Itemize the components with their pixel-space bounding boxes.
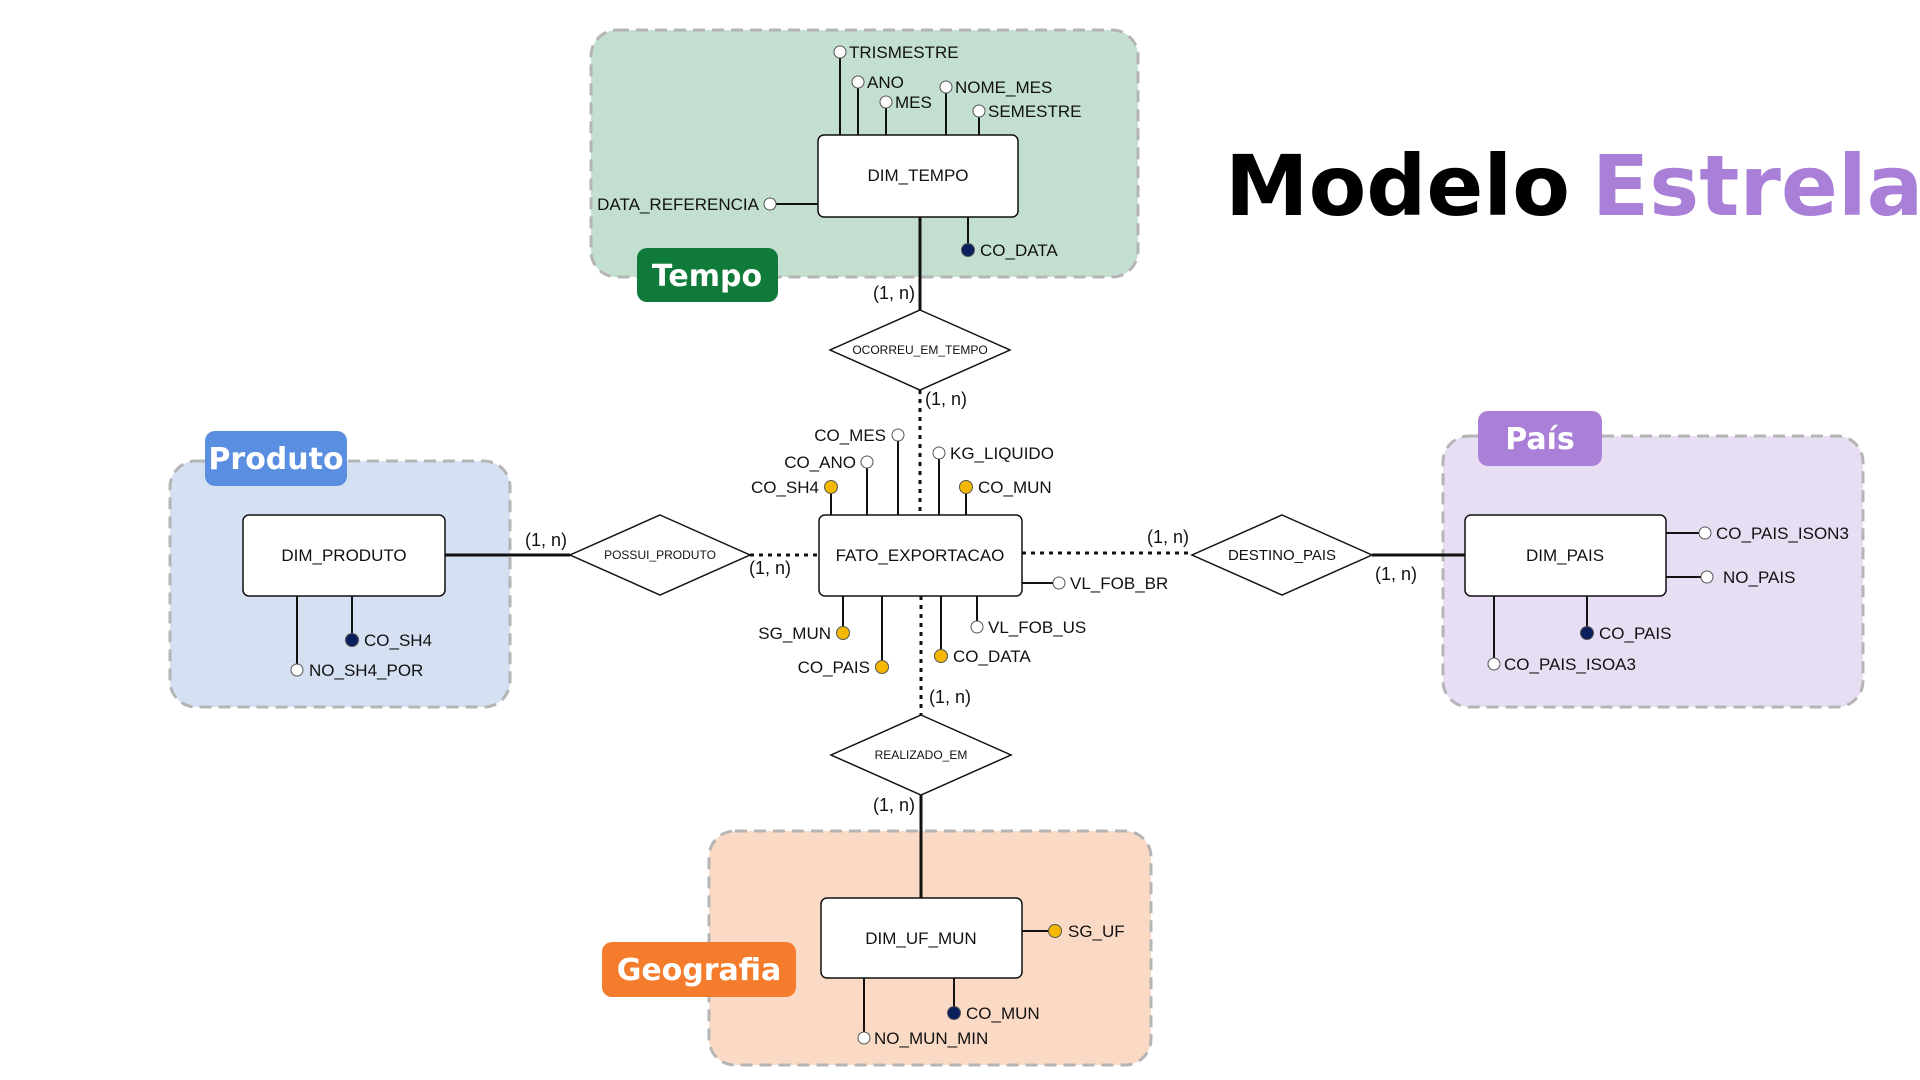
- foreign-key-marker: [824, 480, 838, 494]
- attribute-label: SG_MUN: [758, 624, 831, 643]
- foreign-key-marker: [959, 480, 973, 494]
- entity-dim-pais: DIM_PAIS: [1464, 514, 1667, 597]
- relationship-label: POSSUI_PRODUTO: [604, 548, 716, 562]
- attribute-marker: [860, 455, 874, 469]
- attribute-marker: [1700, 570, 1714, 584]
- entity-fato-exportacao: FATO_EXPORTACAO: [818, 514, 1023, 597]
- entity-dim-uf-mun: DIM_UF_MUN: [820, 897, 1023, 979]
- attribute-label: CO_PAIS: [798, 658, 870, 677]
- attribute-label: CO_MUN: [978, 478, 1052, 497]
- region-tag-tempo: Tempo: [637, 248, 778, 302]
- attribute-label: DATA_REFERENCIA: [597, 195, 760, 214]
- primary-key-marker: [961, 243, 975, 257]
- primary-key-marker: [345, 633, 359, 647]
- attribute-marker: [763, 197, 777, 211]
- cardinality-label: (1, n): [873, 283, 915, 303]
- attribute-label: KG_LIQUIDO: [950, 444, 1054, 463]
- relationship-ocorreu-em-tempo: OCORREU_EM_TEMPO: [828, 309, 1012, 391]
- entity-label: DIM_PAIS: [1526, 546, 1604, 565]
- attribute-label: CO_MUN: [966, 1004, 1040, 1023]
- attribute-label: MES: [895, 93, 932, 112]
- entity-label: DIM_TEMPO: [867, 166, 968, 185]
- cardinality-label: (1, n): [873, 795, 915, 815]
- attribute-marker: [833, 45, 847, 59]
- attribute-marker: [1052, 576, 1066, 590]
- attribute-label: NOME_MES: [955, 78, 1052, 97]
- attribute-marker: [972, 104, 986, 118]
- foreign-key-marker: [836, 626, 850, 640]
- relationship-destino-pais: DESTINO_PAIS: [1190, 514, 1374, 596]
- attribute-label: VL_FOB_BR: [1070, 574, 1168, 593]
- attribute-marker: [857, 1031, 871, 1045]
- relationship-label: REALIZADO_EM: [875, 748, 968, 762]
- region-tag-produto: Produto: [205, 431, 347, 486]
- region-tag-pais: País: [1478, 411, 1602, 466]
- attribute-marker: [290, 663, 304, 677]
- relationship-possui-produto: POSSUI_PRODUTO: [568, 514, 752, 596]
- attribute-label: ANO: [867, 73, 904, 92]
- attribute-marker: [879, 95, 893, 109]
- relationship-label: OCORREU_EM_TEMPO: [852, 343, 987, 357]
- cardinality-label: (1, n): [929, 687, 971, 707]
- attribute-label: CO_SH4: [364, 631, 432, 650]
- attribute-marker: [891, 428, 905, 442]
- attribute-markers: [290, 45, 1714, 1045]
- attribute-label: NO_PAIS: [1723, 568, 1795, 587]
- region-label-tempo: Tempo: [652, 259, 762, 294]
- region-label-pais: País: [1505, 422, 1575, 457]
- attribute-marker: [932, 446, 946, 460]
- attribute-marker: [970, 620, 984, 634]
- attribute-label: CO_PAIS_ISON3: [1716, 524, 1849, 543]
- title-word-1: Modelo: [1225, 137, 1570, 235]
- attribute-marker: [1487, 657, 1501, 671]
- entity-label: DIM_PRODUTO: [281, 546, 406, 565]
- attribute-marker: [1698, 526, 1712, 540]
- entity-dim-tempo: DIM_TEMPO: [817, 134, 1019, 218]
- cardinality-label: (1, n): [1147, 527, 1189, 547]
- attribute-label: TRISMESTRE: [849, 43, 959, 62]
- region-label-produto: Produto: [208, 442, 343, 477]
- attribute-label: CO_PAIS_ISOA3: [1504, 655, 1636, 674]
- attribute-label: SEMESTRE: [988, 102, 1082, 121]
- foreign-key-marker: [1048, 924, 1062, 938]
- attribute-label: CO_DATA: [980, 241, 1058, 260]
- attribute-marker: [851, 75, 865, 89]
- relationship-realizado-em: REALIZADO_EM: [829, 714, 1013, 796]
- foreign-key-marker: [934, 649, 948, 663]
- title-word-2: Estrela: [1592, 137, 1920, 235]
- attribute-label: CO_SH4: [751, 478, 819, 497]
- entity-label: DIM_UF_MUN: [865, 929, 976, 948]
- foreign-key-marker: [875, 660, 889, 674]
- cardinality-label: (1, n): [749, 558, 791, 578]
- attribute-marker: [939, 80, 953, 94]
- relationship-label: DESTINO_PAIS: [1228, 547, 1336, 564]
- attribute-label: CO_ANO: [784, 453, 856, 472]
- cardinality-label: (1, n): [925, 389, 967, 409]
- cardinality-label: (1, n): [525, 530, 567, 550]
- attribute-label: NO_MUN_MIN: [874, 1029, 988, 1048]
- attribute-label: SG_UF: [1068, 922, 1125, 941]
- attribute-label: CO_PAIS: [1599, 624, 1671, 643]
- cardinality-label: (1, n): [1375, 564, 1417, 584]
- attribute-label: CO_DATA: [953, 647, 1031, 666]
- attribute-label: NO_SH4_POR: [309, 661, 423, 680]
- primary-key-marker: [1580, 626, 1594, 640]
- entity-dim-produto: DIM_PRODUTO: [242, 514, 446, 597]
- attribute-label: VL_FOB_US: [988, 618, 1086, 637]
- region-label-geografia: Geografia: [617, 953, 782, 988]
- attribute-label: CO_MES: [814, 426, 886, 445]
- entity-label: FATO_EXPORTACAO: [836, 546, 1005, 565]
- primary-key-marker: [947, 1006, 961, 1020]
- region-tag-geografia: Geografia: [602, 942, 796, 997]
